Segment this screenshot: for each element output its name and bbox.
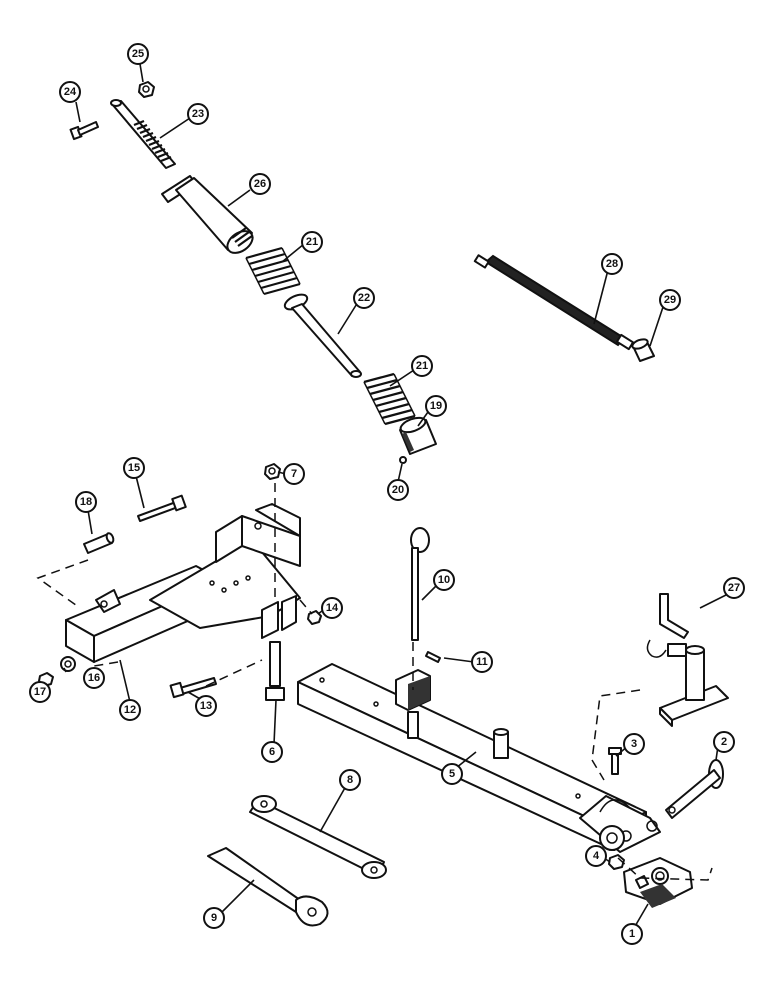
svg-text:19: 19 xyxy=(430,400,442,412)
part-19-cap xyxy=(399,416,437,455)
svg-text:13: 13 xyxy=(200,700,212,712)
part-13-bolt xyxy=(169,677,217,699)
svg-text:15: 15 xyxy=(128,462,140,474)
svg-text:29: 29 xyxy=(664,294,676,306)
part-28-rod xyxy=(473,254,635,351)
svg-text:9: 9 xyxy=(211,912,217,924)
svg-text:24: 24 xyxy=(64,86,77,98)
callout-5: 5 xyxy=(441,763,463,785)
part-27-jack xyxy=(646,593,729,727)
svg-text:18: 18 xyxy=(80,496,92,508)
svg-text:16: 16 xyxy=(88,672,100,684)
part-3-bolt xyxy=(608,747,622,775)
svg-text:27: 27 xyxy=(728,582,740,594)
callout-8: 8 xyxy=(339,769,361,791)
callout-28: 28 xyxy=(601,253,623,275)
svg-text:22: 22 xyxy=(358,292,370,304)
callout-22: 22 xyxy=(353,287,375,309)
callout-21b: 21 xyxy=(411,355,433,377)
callout-leaders xyxy=(43,63,729,929)
svg-text:6: 6 xyxy=(269,746,275,758)
callout-10: 10 xyxy=(433,569,455,591)
svg-text:2: 2 xyxy=(721,736,727,748)
part-12-frame xyxy=(65,503,301,663)
part-29-nut xyxy=(631,338,655,362)
callout-17: 17 xyxy=(29,681,51,703)
part-6-bolt xyxy=(265,641,285,701)
svg-text:21: 21 xyxy=(416,360,428,372)
callout-24: 24 xyxy=(59,81,81,103)
callout-23: 23 xyxy=(187,103,209,125)
callout-16: 16 xyxy=(83,667,105,689)
part-1-coupler xyxy=(623,857,693,908)
callout-3: 3 xyxy=(623,733,645,755)
svg-text:7: 7 xyxy=(291,468,297,480)
part-26-tube xyxy=(161,175,254,254)
callout-27: 27 xyxy=(723,577,745,599)
callout-25: 25 xyxy=(127,43,149,65)
part-4-nut xyxy=(608,854,625,870)
svg-text:20: 20 xyxy=(392,484,404,496)
callout-21a: 21 xyxy=(301,231,323,253)
part-2-pin xyxy=(665,759,724,819)
part-16-washer xyxy=(60,656,76,672)
part-23-threaded-rod xyxy=(110,99,176,169)
callout-2: 2 xyxy=(713,731,735,753)
callout-1: 1 xyxy=(621,923,643,945)
part-9-wrench xyxy=(207,847,329,927)
callout-11: 11 xyxy=(471,651,493,673)
callout-19: 19 xyxy=(425,395,447,417)
part-15-bolt xyxy=(137,494,187,522)
svg-text:10: 10 xyxy=(438,574,450,586)
callout-15: 15 xyxy=(123,457,145,479)
svg-text:14: 14 xyxy=(326,602,339,614)
svg-text:8: 8 xyxy=(347,774,353,786)
svg-text:1: 1 xyxy=(629,928,635,940)
svg-text:26: 26 xyxy=(254,178,266,190)
part-10-pin xyxy=(410,527,430,641)
part-18-pin xyxy=(83,532,115,554)
svg-text:25: 25 xyxy=(132,48,144,60)
callout-18: 18 xyxy=(75,491,97,513)
callout-12: 12 xyxy=(119,699,141,721)
callout-4: 4 xyxy=(585,845,607,867)
svg-text:21: 21 xyxy=(306,236,318,248)
callout-20: 20 xyxy=(387,479,409,501)
part-21-spring-lower xyxy=(363,372,416,426)
svg-text:11: 11 xyxy=(476,656,488,668)
svg-text:4: 4 xyxy=(593,850,600,862)
callout-26: 26 xyxy=(249,173,271,195)
part-22-pin xyxy=(283,293,362,378)
svg-text:5: 5 xyxy=(449,768,455,780)
callout-9: 9 xyxy=(203,907,225,929)
part-8-wrench xyxy=(249,795,387,879)
part-5-tongue xyxy=(297,663,661,853)
callout-29: 29 xyxy=(659,289,681,311)
callout-6: 6 xyxy=(261,741,283,763)
callout-13: 13 xyxy=(195,695,217,717)
part-11-pin xyxy=(425,651,441,663)
part-20-fitting xyxy=(399,456,407,464)
callout-14: 14 xyxy=(321,597,343,619)
svg-text:12: 12 xyxy=(124,704,136,716)
svg-text:23: 23 xyxy=(192,108,204,120)
part-21-spring-upper xyxy=(245,246,301,296)
callout-7: 7 xyxy=(283,463,305,485)
assembly-lines xyxy=(36,483,713,881)
svg-text:28: 28 xyxy=(606,258,618,270)
part-24-bolt xyxy=(69,121,99,141)
part-7-nut xyxy=(264,463,281,480)
part-25-nut xyxy=(138,81,155,98)
svg-text:17: 17 xyxy=(34,686,46,698)
svg-text:3: 3 xyxy=(631,738,637,750)
